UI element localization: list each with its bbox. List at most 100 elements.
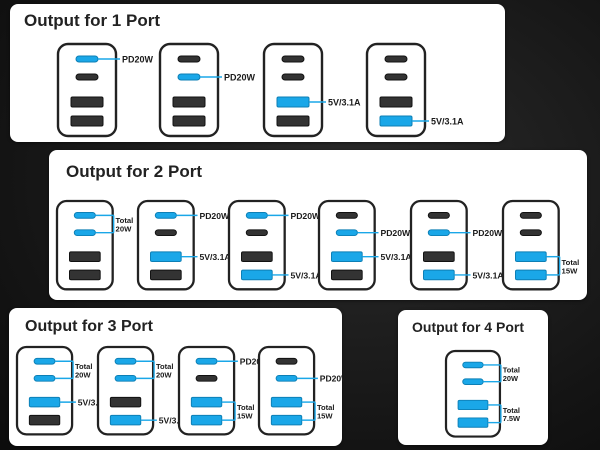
port-output-label: 5V/3.1A xyxy=(78,397,109,407)
total-label: Total xyxy=(116,216,134,225)
total-value-label: 15W xyxy=(562,266,579,275)
total-label: Total xyxy=(503,406,520,415)
charger-body xyxy=(444,349,502,438)
port-output-label: 5V/3.1A xyxy=(290,270,321,280)
charger-body xyxy=(96,345,155,436)
port-output-label: 5V/3.1A xyxy=(431,117,464,127)
usb-a-port-1 xyxy=(150,251,182,262)
panel-title: Output for 4 Port xyxy=(412,319,524,335)
port-output-label: 5V/3.1A xyxy=(159,415,190,425)
usb-c-port-1 xyxy=(73,212,96,219)
charger-diagram-3-port: Total20W5V/3.1ATotal20W5V/3.1APD20WTotal… xyxy=(15,345,350,436)
usb-c-port-2 xyxy=(75,73,99,81)
usb-c-port-2 xyxy=(384,73,408,81)
usb-c-port-1 xyxy=(154,212,177,219)
charger-body xyxy=(136,199,195,291)
port-output-label: PD20W xyxy=(199,211,230,221)
usb-a-port-2 xyxy=(190,414,223,426)
charger-body xyxy=(409,199,468,291)
charger-body xyxy=(15,345,74,436)
port-output-label: PD20W xyxy=(122,55,154,65)
usb-c-port-2 xyxy=(114,375,137,382)
port-output-label: 5V/3.1A xyxy=(380,252,411,262)
usb-a-port-1 xyxy=(331,251,363,262)
port-output-label: 5V/3.1A xyxy=(328,98,361,108)
usb-a-port-2 xyxy=(379,115,413,127)
charger: PD20W 5V/3.1A xyxy=(227,199,322,291)
usb-c-port-1 xyxy=(427,212,450,219)
usb-c-port-2 xyxy=(177,73,201,81)
usb-c-port-2 xyxy=(154,229,177,237)
usb-a-port-2 xyxy=(172,115,206,127)
usb-c-port-1 xyxy=(275,357,298,365)
usb-c-port-2 xyxy=(519,229,542,237)
total-label: Total xyxy=(503,365,520,374)
port-output-label: PD20W xyxy=(290,211,321,221)
usb-c-port-2 xyxy=(427,229,450,237)
port-output-label: 5V/3.1A xyxy=(199,252,230,262)
charger: PD20W xyxy=(158,42,256,138)
port-output-label: PD20W xyxy=(380,228,411,238)
usb-c-port-1 xyxy=(195,357,218,365)
charger-body xyxy=(365,42,427,138)
usb-a-port-1 xyxy=(276,96,310,108)
usb-a-port-2 xyxy=(109,414,142,426)
usb-a-port-2 xyxy=(150,269,182,281)
usb-a-port-1 xyxy=(172,96,206,108)
usb-a-port-2 xyxy=(276,115,310,127)
charger-body xyxy=(177,345,236,436)
charger-body xyxy=(55,199,114,291)
usb-a-port-1 xyxy=(515,251,547,262)
charger: PD20W xyxy=(56,42,154,138)
usb-c-port-2 xyxy=(335,229,358,237)
total-value-label: 20W xyxy=(503,374,519,383)
charger: PD20W 5V/3.1A xyxy=(136,199,231,291)
charger: 5V/3.1A xyxy=(365,42,464,138)
total-label: Total xyxy=(237,403,255,412)
usb-c-port-2 xyxy=(33,375,56,382)
usb-a-port-1 xyxy=(457,399,489,411)
usb-c-port-2 xyxy=(462,378,484,385)
total-label: Total xyxy=(75,362,93,371)
usb-c-port-2 xyxy=(73,229,96,237)
charger: PD20W 5V/3.1A xyxy=(317,199,412,291)
total-value-label: 20W xyxy=(75,370,91,379)
panel-title: Output for 2 Port xyxy=(66,162,202,181)
usb-a-port-1 xyxy=(109,396,142,408)
usb-a-port-1 xyxy=(270,396,303,408)
charger-body xyxy=(56,42,118,138)
usb-a-port-1 xyxy=(241,251,273,262)
charger-diagram-1-port: PD20W PD20W 5V/3.1A 5V/3.1A xyxy=(56,42,464,138)
usb-c-port-2 xyxy=(245,229,268,237)
usb-a-port-1 xyxy=(70,96,104,108)
usb-c-port-1 xyxy=(177,55,201,63)
panel-title: Output for 3 Port xyxy=(25,318,153,335)
port-output-label: 5V/3.1A xyxy=(472,270,503,280)
total-value-label: 15W xyxy=(317,412,333,421)
total-value-label: 7.5W xyxy=(503,414,521,423)
usb-a-port-2 xyxy=(457,417,489,428)
charger-body xyxy=(501,199,560,291)
total-label: Total xyxy=(156,362,174,371)
panel-title: Output for 1 Port xyxy=(24,11,160,30)
total-value-label: 15W xyxy=(237,412,253,421)
usb-c-port-2 xyxy=(275,375,298,382)
usb-a-port-1 xyxy=(190,396,223,408)
usb-a-port-2 xyxy=(423,269,455,281)
usb-a-port-2 xyxy=(70,115,104,127)
usb-c-port-1 xyxy=(75,55,99,63)
usb-c-port-2 xyxy=(195,375,218,382)
usb-a-port-2 xyxy=(28,414,61,426)
usb-a-port-2 xyxy=(270,414,303,426)
usb-a-port-1 xyxy=(28,396,61,408)
usb-c-port-1 xyxy=(281,55,305,63)
charger-body xyxy=(262,42,324,138)
